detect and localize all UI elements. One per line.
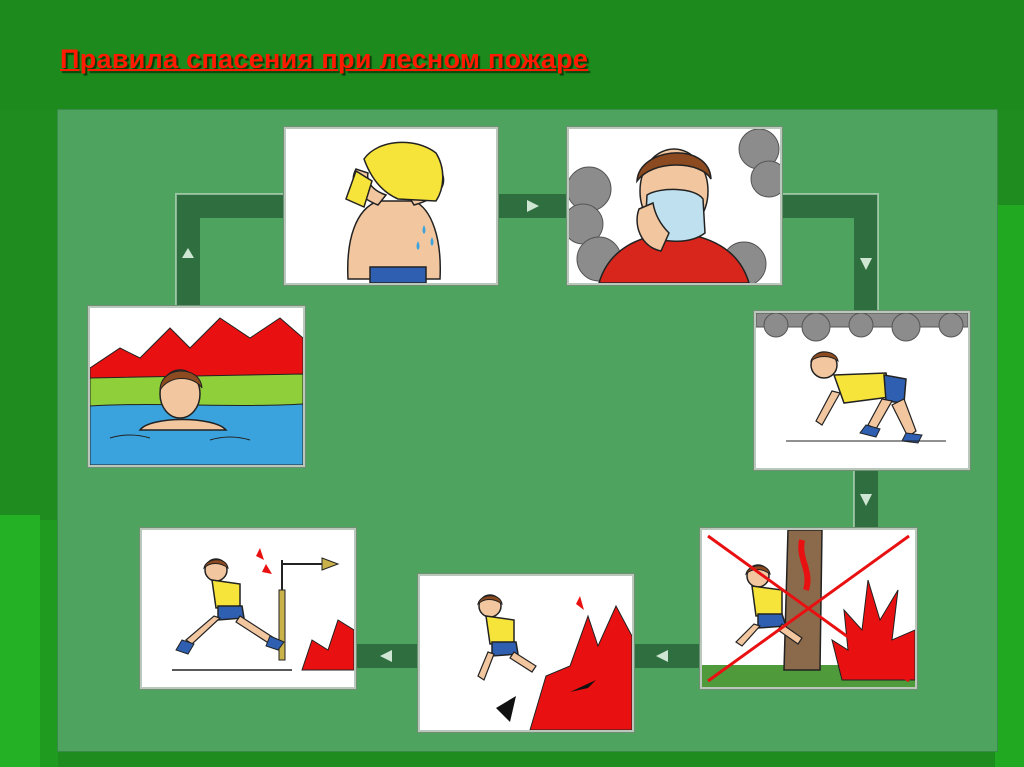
step-card-crouch-low [754, 311, 970, 470]
step-card-not-under-tree [700, 528, 917, 689]
arrow-right-icon [527, 200, 539, 212]
slide-title: Правила спасения при лесном пожаре [60, 44, 589, 74]
step-card-wet-cloth [284, 127, 498, 285]
wet-cloth-on-head-icon [286, 129, 496, 283]
step-card-run-away [418, 574, 634, 732]
step-card-run-against-wind [140, 528, 356, 689]
run-away-from-fire-icon [420, 576, 632, 730]
arrow-left-icon [656, 650, 668, 662]
arrow-up-icon [182, 248, 194, 258]
run-against-wind-icon [142, 530, 354, 687]
arrow-down-icon-2 [860, 494, 872, 506]
step-card-cover-mouth [567, 127, 782, 285]
do-not-shelter-by-burning-tree-icon [702, 530, 915, 687]
take-refuge-in-water-icon [90, 308, 303, 465]
arrow-left-icon-2 [380, 650, 392, 662]
arrow-down-icon [860, 258, 872, 270]
crouch-low-under-smoke-icon [756, 313, 968, 468]
step-card-take-refuge-in-water [88, 306, 305, 467]
cover-mouth-with-wet-cloth-icon [569, 129, 780, 283]
